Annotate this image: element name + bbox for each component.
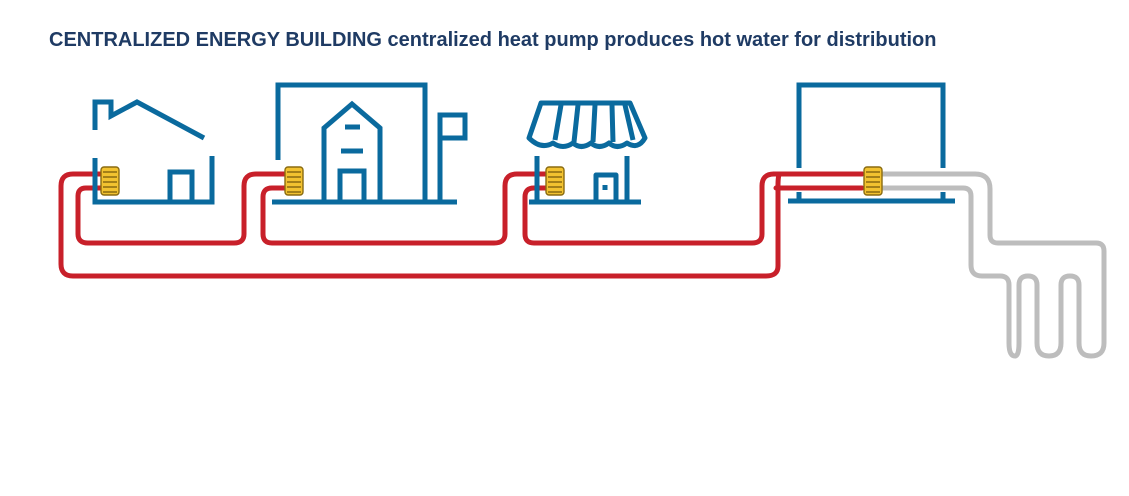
- shop-energy-pipe: [522, 171, 777, 246]
- shop-icon: [526, 100, 648, 205]
- title-rest: centralized heat pump produces hot water…: [381, 29, 937, 51]
- office-building-icon: [272, 82, 468, 205]
- ground-loop-icon: [879, 171, 1107, 359]
- coil-house: [100, 166, 120, 196]
- title-lead: CENTRALIZED ENERGY BUILDING: [49, 29, 382, 51]
- diagram-title: CENTRALIZED ENERGY BUILDING centralized …: [49, 29, 936, 52]
- house-icon: [92, 99, 215, 205]
- coil-office: [284, 166, 304, 196]
- hot-water-pipes: [58, 171, 865, 279]
- coil-energy-building: [863, 166, 883, 196]
- heat-exchanger-coil-icon: [100, 166, 883, 196]
- coil-shop: [545, 166, 565, 196]
- main-loop-pipe: [58, 171, 865, 279]
- energy-building-icon: [788, 82, 955, 204]
- house-office-pipe: [75, 171, 292, 246]
- office-shop-pipe: [260, 171, 553, 246]
